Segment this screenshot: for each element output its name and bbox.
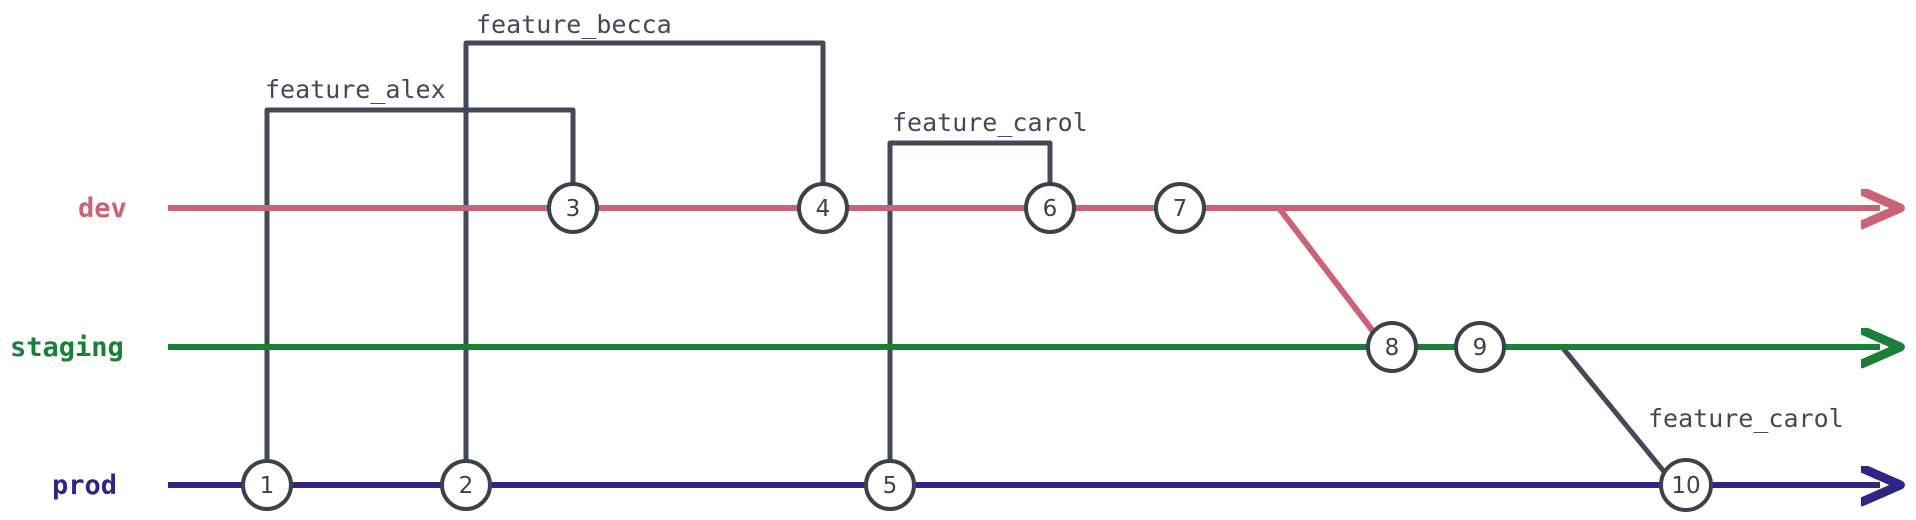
branch-label-feature_becca: feature_becca xyxy=(476,10,672,39)
commit-node-4[interactable]: 4 xyxy=(797,182,849,234)
branch-label-feature_carol_prod: feature_carol xyxy=(1648,404,1844,433)
commit-circle-3[interactable] xyxy=(547,182,599,234)
commit-circle-9[interactable] xyxy=(1454,321,1506,373)
commit-label-9: 9 xyxy=(1473,335,1488,361)
lane-labels-group: dev staging prod xyxy=(10,193,127,501)
commit-label-8: 8 xyxy=(1385,335,1400,361)
commit-node-1[interactable]: 1 xyxy=(241,459,293,511)
commit-circle-6[interactable] xyxy=(1024,182,1076,234)
commit-circle-4[interactable] xyxy=(797,182,849,234)
branch-path-feature_becca xyxy=(463,40,826,488)
merge-paths-group xyxy=(1276,205,1388,350)
branch-labels-group: feature_alexfeature_beccafeature_carolfe… xyxy=(265,10,1844,433)
commit-circle-10[interactable] xyxy=(1659,458,1713,512)
lane-label-prod: prod xyxy=(52,470,117,501)
commit-circle-5[interactable] xyxy=(864,459,916,511)
commit-label-4: 4 xyxy=(816,196,831,222)
commit-nodes-group: 1 2 3 4 5 6 7 8 9 10 xyxy=(241,182,1713,512)
branch-path-feature_alex xyxy=(264,107,576,488)
lane-label-staging: staging xyxy=(10,332,124,363)
commit-label-6: 6 xyxy=(1043,196,1058,222)
commit-node-3[interactable]: 3 xyxy=(547,182,599,234)
commit-node-5[interactable]: 5 xyxy=(864,459,916,511)
lane-label-dev: dev xyxy=(78,193,127,224)
lane-lines-group xyxy=(168,208,1880,485)
commit-node-10[interactable]: 10 xyxy=(1659,458,1713,512)
commit-node-8[interactable]: 8 xyxy=(1366,321,1418,373)
commit-label-10: 10 xyxy=(1671,473,1700,499)
commit-node-9[interactable]: 9 xyxy=(1454,321,1506,373)
commit-label-1: 1 xyxy=(260,473,275,499)
branch-label-feature_alex: feature_alex xyxy=(265,75,446,104)
commit-label-7: 7 xyxy=(1173,196,1188,222)
commit-circle-7[interactable] xyxy=(1154,182,1206,234)
commit-node-6[interactable]: 6 xyxy=(1024,182,1076,234)
commit-label-2: 2 xyxy=(459,473,474,499)
commit-circle-8[interactable] xyxy=(1366,321,1418,373)
commit-label-5: 5 xyxy=(883,473,898,499)
commit-circle-1[interactable] xyxy=(241,459,293,511)
commit-label-3: 3 xyxy=(566,196,581,222)
branch-path-feature_carol_dev xyxy=(887,140,1053,488)
branch-paths-group xyxy=(264,40,1678,488)
commit-node-7[interactable]: 7 xyxy=(1154,182,1206,234)
branch-path-feature_carol_prod xyxy=(1559,344,1678,488)
commit-circle-2[interactable] xyxy=(440,459,492,511)
commit-node-2[interactable]: 2 xyxy=(440,459,492,511)
branch-label-feature_carol_dev: feature_carol xyxy=(892,108,1088,137)
merge-path-dev-to-staging xyxy=(1276,205,1388,350)
